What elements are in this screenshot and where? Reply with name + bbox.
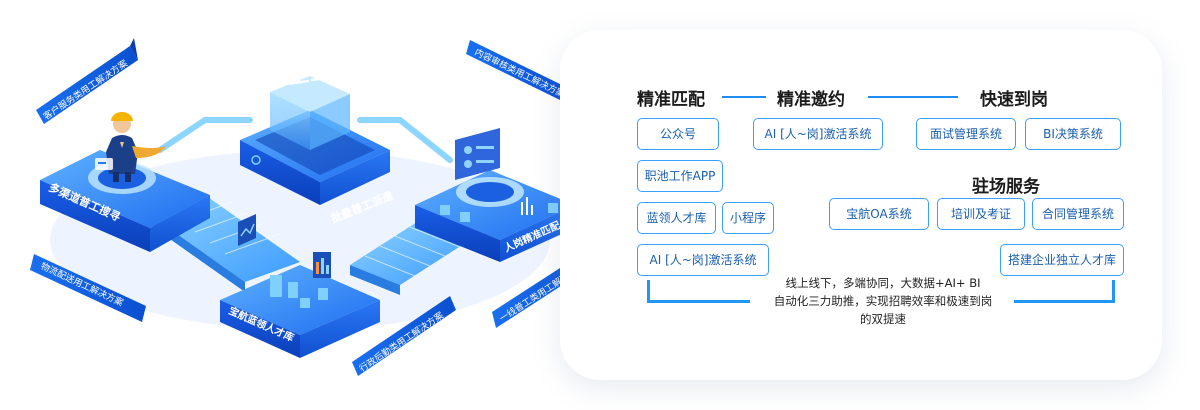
tag-ai-invite-system-bottom: AI [人~岗]激活系统: [637, 244, 769, 276]
link-right-top: [357, 117, 453, 163]
banner-customer-service: 客户服务类用工解决方案: [36, 38, 138, 124]
worker-figure: [106, 112, 166, 182]
svg-text:内容审核类用工解决方案: 内容审核类用工解决方案: [473, 46, 567, 100]
tag-interview-system: 面试管理系统: [916, 118, 1016, 150]
banner-content-review: 内容审核类用工解决方案: [466, 40, 567, 100]
heading-precise-invite: 精准邀约: [777, 90, 845, 110]
heading-precise-match: 精准匹配: [637, 90, 705, 110]
tag-bi-system: BI决策系统: [1025, 118, 1121, 150]
isometric-illustration: 企业 批量普工派遣 多渠道普工搜寻: [30, 38, 598, 376]
svg-text:客户服务类用工解决方案: 客户服务类用工解决方案: [41, 57, 130, 122]
connector-line-2: [868, 96, 958, 98]
tag-build-talent-pool: 搭建企业独立人才库: [1000, 244, 1124, 276]
tag-contract-system: 合同管理系统: [1032, 198, 1124, 230]
talent-pool-platform: [220, 252, 380, 358]
bracket-left: [647, 280, 750, 303]
summary-line-1: 线上线下，多端协同，大数据+AI+ BI: [785, 276, 981, 290]
tag-oa-system: 宝航OA系统: [829, 198, 929, 230]
chart-chip: [238, 214, 256, 246]
tag-public-account: 公众号: [637, 118, 719, 150]
tag-mini-program: 小程序: [722, 202, 774, 234]
tag-zhichi-app: 职池工作APP: [637, 160, 723, 192]
heading-onsite-service: 驻场服务: [972, 177, 1040, 197]
enterprise-label: 企业: [287, 57, 332, 89]
enterprise-block: [240, 76, 390, 205]
tag-training-exam: 培训及考证: [937, 198, 1025, 230]
bracket-right: [1014, 280, 1115, 303]
tag-ai-invite-system-top: AI [人~岗]激活系统: [753, 118, 883, 150]
summary-line-3: 的双提速: [860, 312, 906, 326]
summary-text: 线上线下，多端协同，大数据+AI+ BI 自动化三力助推，实现招聘效率和极速到岗…: [752, 274, 1014, 328]
connector-line-1: [722, 96, 766, 98]
matching-platform: [415, 128, 575, 262]
link-left-top: [157, 117, 253, 153]
heading-quick-onboard: 快速到岗: [980, 90, 1048, 110]
card-icon: [95, 158, 113, 170]
tag-bluecollar-pool: 蓝领人才库: [637, 202, 716, 234]
summary-line-2: 自动化三力助推，实现招聘效率和极速到岗: [773, 294, 993, 308]
